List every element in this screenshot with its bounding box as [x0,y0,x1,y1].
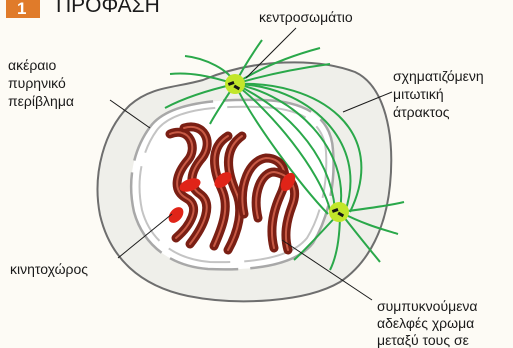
label-envelope-line-1: ακέραιο [8,57,57,73]
label-centrosome: κεντροσωμάτιο [259,9,353,25]
stage-number: 1 [17,0,26,18]
label-spindle-line-2: μιτωτική [393,86,444,102]
label-spindle-line-1: σχηματιζόμενη [393,68,484,84]
label-chromatids-line-2: αδελφές χρωμα [377,315,474,331]
diagram-title: ΠΡΟΦΑΣΗ [56,0,160,17]
label-chromatids-line-3: μεταξύ τους σε [377,332,469,348]
label-spindle-line-3: άτρακτος [393,104,450,120]
centrosome-top [225,74,245,94]
label-kinetochore: κινητοχώρος [10,261,88,277]
label-envelope-line-3: περίβλημα [8,93,74,109]
centrosome-bottom [329,202,349,222]
label-chromatids-line-1: συμπυκνούμενα [377,298,478,314]
label-envelope-line-2: πυρηνικό [8,75,66,91]
